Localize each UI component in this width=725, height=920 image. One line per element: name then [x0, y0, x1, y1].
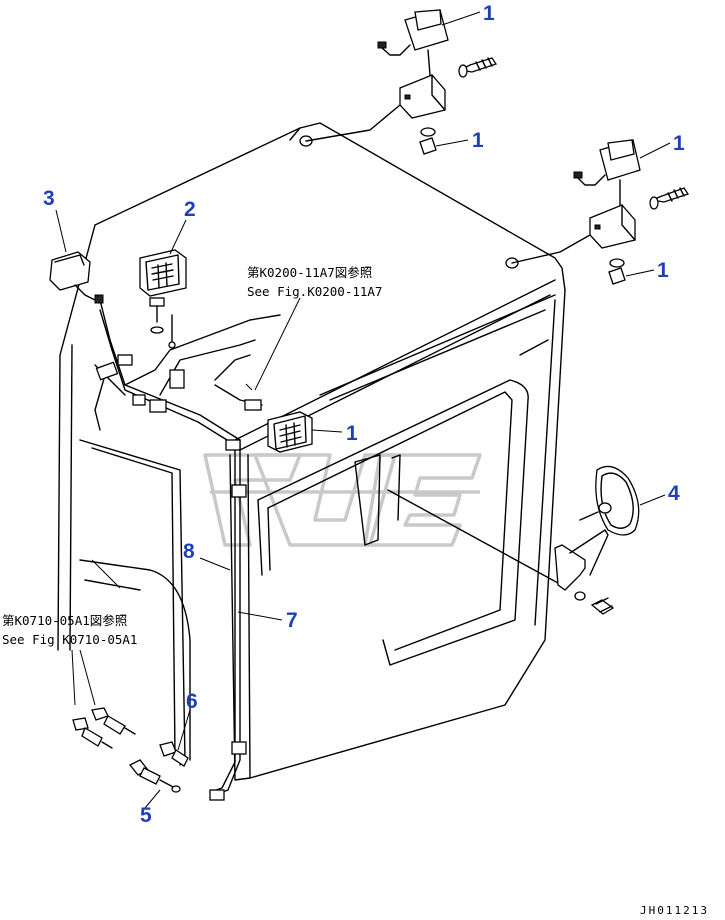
callout-1-top-right: 1	[673, 132, 685, 155]
callout-1-top-left: 1	[483, 2, 495, 25]
work-lamp-top-right	[505, 139, 690, 285]
rear-lamp-3	[49, 251, 104, 304]
work-lamp-top-left	[299, 9, 498, 155]
wiring-harness	[94, 299, 281, 801]
watermark-logo	[203, 453, 482, 547]
work-lamp-center	[267, 411, 313, 453]
mirror-4	[387, 465, 640, 615]
callout-1-top-left-bracket: 1	[472, 129, 484, 152]
callout-2: 2	[184, 198, 196, 221]
callouts: 1 1 1 1 1 2 3 4 5 6 7 8	[43, 2, 685, 827]
leader-lines	[55, 11, 671, 809]
callout-3: 3	[43, 187, 55, 210]
connector-6	[91, 707, 189, 767]
work-lamp-2	[139, 249, 187, 349]
callout-7: 7	[286, 609, 298, 632]
reference-notes: 第K0200-11A7図参照 See Fig.K0200-11A7 第K0710…	[2, 265, 382, 647]
callout-1-center: 1	[346, 422, 358, 445]
callout-6: 6	[186, 690, 198, 713]
drawing-code: JH011213	[640, 904, 709, 917]
callout-8: 8	[183, 540, 195, 563]
cab-body	[57, 122, 566, 781]
callout-1-top-right-bracket: 1	[657, 259, 669, 282]
connector-5	[72, 717, 181, 793]
reference-top-en: See Fig.K0200-11A7	[247, 284, 382, 299]
reference-top-jp: 第K0200-11A7図参照	[247, 265, 372, 280]
callout-4: 4	[668, 482, 680, 505]
reference-left-jp: 第K0710-05A1図参照	[2, 613, 127, 628]
callout-5: 5	[140, 804, 152, 827]
reference-left-en: See Fig K0710-05A1	[2, 632, 137, 647]
